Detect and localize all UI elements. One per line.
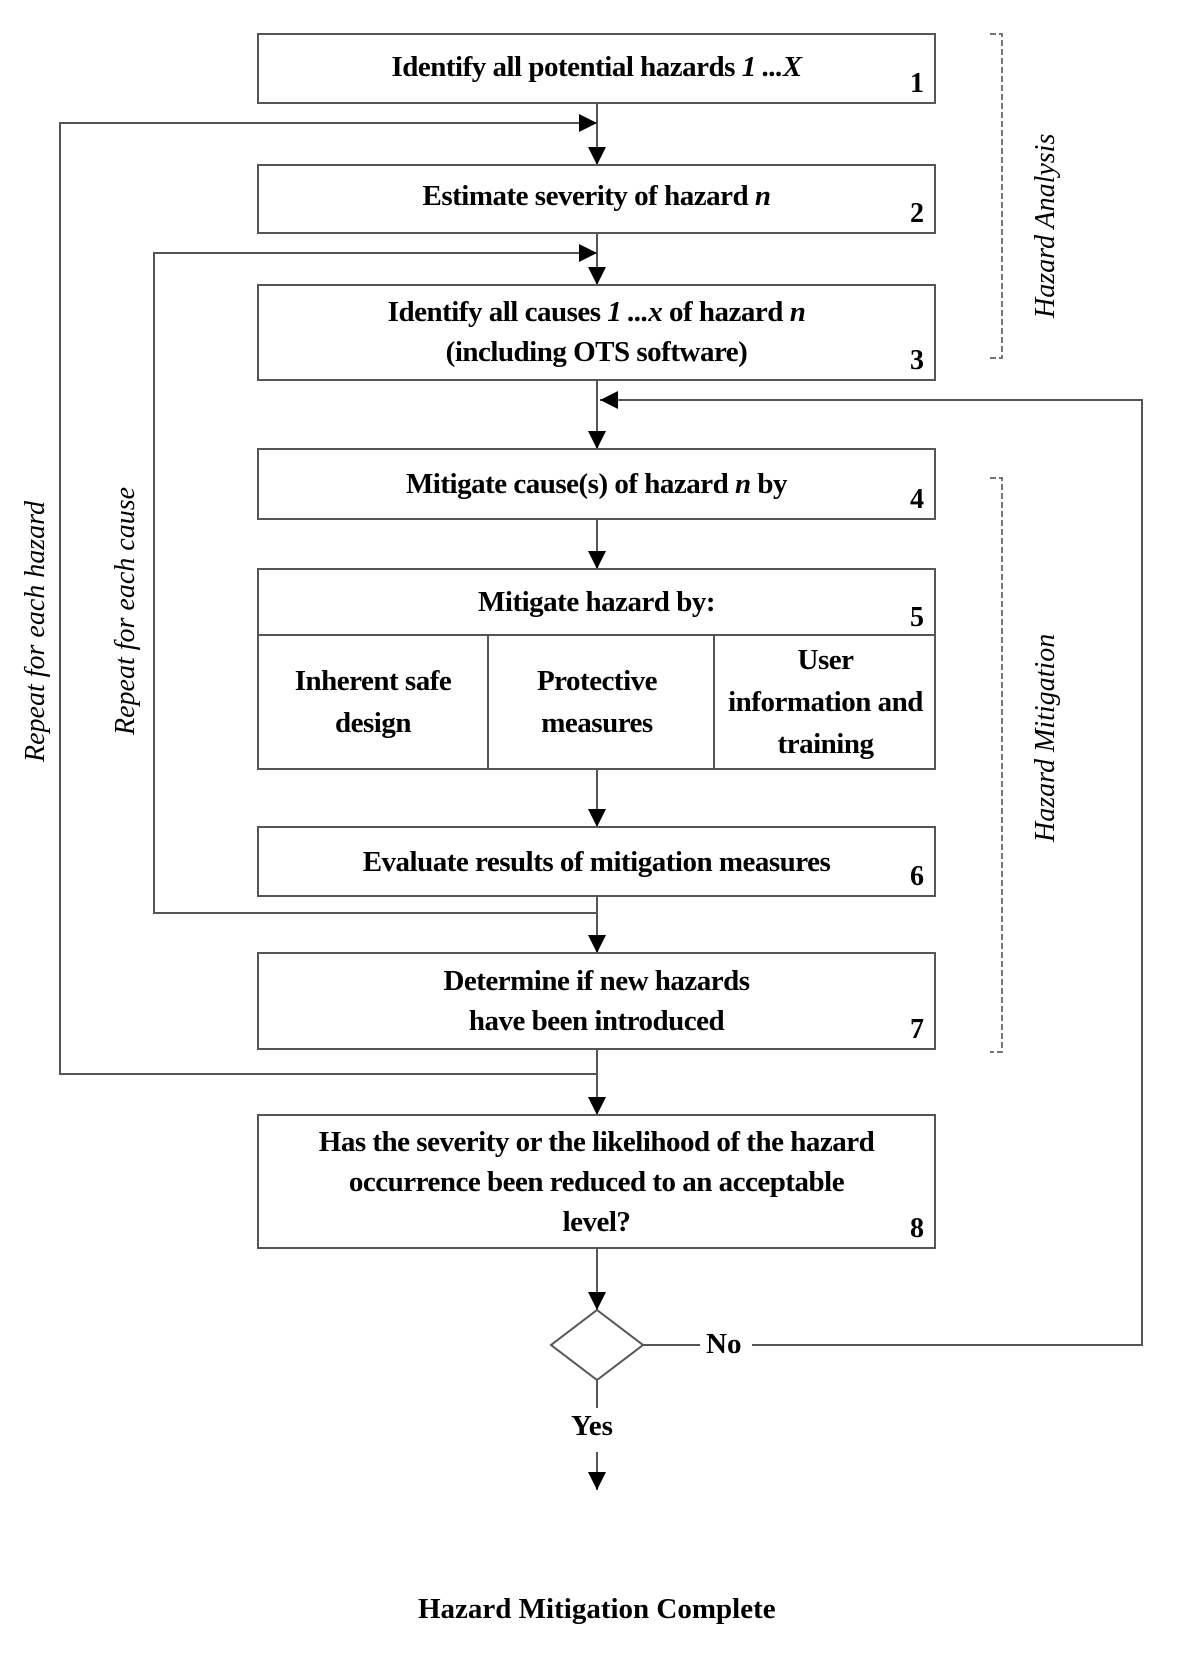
option-protective-measures: Protective measures	[481, 636, 715, 768]
step-7-box: Determine if new hazards have been intro…	[257, 952, 936, 1050]
option-user-information-training: User information and training	[728, 644, 923, 760]
decision-diamond	[549, 1308, 645, 1382]
mitigation-bracket	[990, 477, 1003, 1053]
decision-yes-label: Yes	[571, 1410, 613, 1442]
step-3-box: Identify all causes 1 ...x of hazard n (…	[257, 284, 936, 381]
repeat-each-cause-label: Repeat for each cause	[110, 486, 141, 735]
step-5-header-text: Mitigate hazard by:	[478, 586, 715, 618]
step-1-box: Identify all potential hazards 1 ...X 1	[257, 33, 936, 104]
repeat-each-hazard-label: Repeat for each hazard	[20, 500, 51, 762]
step-3-number: 3	[910, 345, 924, 376]
no-loop-line	[600, 391, 1143, 1346]
step-5-box: Mitigate hazard by: 5 Inherent safe desi…	[257, 568, 936, 770]
analysis-bracket	[990, 33, 1003, 359]
step-8-number: 8	[910, 1213, 924, 1244]
step-2-number: 2	[910, 198, 924, 229]
step-1-text: Identify all potential hazards 1 ...X	[391, 51, 802, 83]
step-4-text: Mitigate cause(s) of hazard n by	[405, 468, 788, 500]
step-7-number: 7	[910, 1014, 924, 1045]
cause-loop-line	[153, 244, 597, 914]
hazard-analysis-label: Hazard Analysis	[1030, 133, 1061, 318]
step-2-box: Estimate severity of hazard n 2	[257, 164, 936, 234]
step-8-box: Has the severity or the likelihood of th…	[257, 1114, 936, 1249]
hazard-mitigation-label: Hazard Mitigation	[1030, 633, 1061, 842]
step-5-header: Mitigate hazard by: 5	[259, 570, 934, 636]
decision-no-label: No	[706, 1328, 742, 1360]
step-6-text: Evaluate results of mitigation measures	[362, 846, 831, 878]
step-8-text: Has the severity or the likelihood of th…	[318, 1126, 875, 1238]
step-4-box: Mitigate cause(s) of hazard n by 4	[257, 448, 936, 520]
step-7-text: Determine if new hazards have been intro…	[443, 965, 750, 1037]
end-label: Hazard Mitigation Complete	[418, 1593, 776, 1625]
step-4-number: 4	[910, 484, 924, 515]
step-5-options: Inherent safe design Protective measures…	[259, 636, 934, 768]
step-3-text: Identify all causes 1 ...x of hazard n (…	[387, 296, 806, 368]
step-6-box: Evaluate results of mitigation measures …	[257, 826, 936, 897]
step-5-number: 5	[910, 602, 924, 633]
hazard-loop-line	[59, 114, 597, 1075]
option-inherent-safe-design: Inherent safe design	[259, 636, 489, 768]
step-1-number: 1	[910, 68, 924, 99]
step-6-number: 6	[910, 861, 924, 892]
step-2-text: Estimate severity of hazard n	[422, 180, 771, 212]
